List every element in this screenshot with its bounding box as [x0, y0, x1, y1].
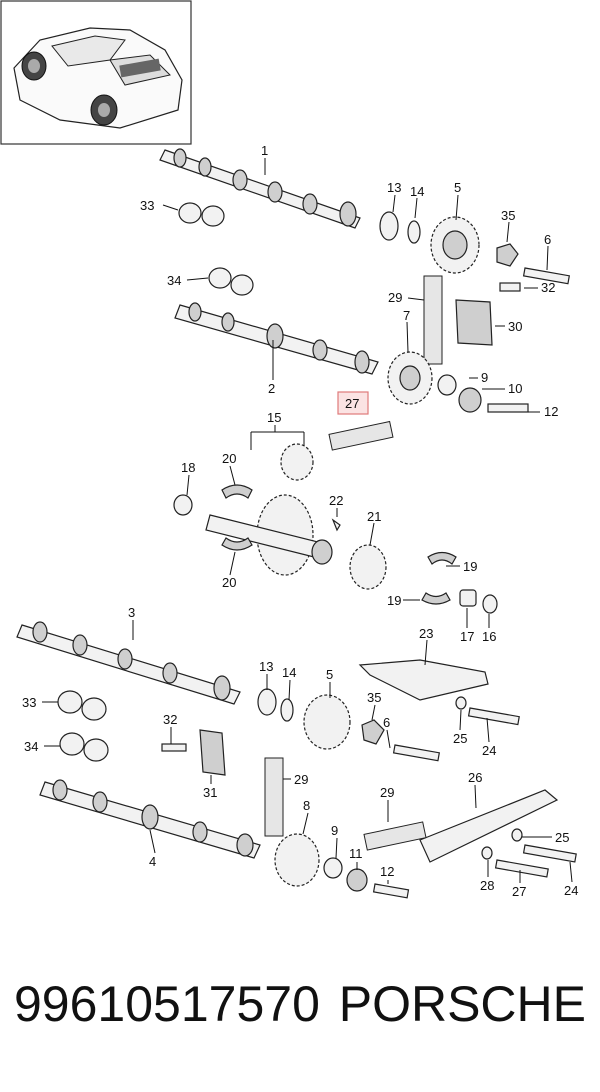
chain-tensioner-31 [199, 729, 226, 776]
callout-20-lower: 20 [222, 575, 236, 590]
callout-14-upper: 14 [410, 184, 424, 199]
callout-1: 1 [261, 143, 268, 158]
callout-12-upper: 12 [544, 404, 558, 419]
callout-13-upper: 13 [387, 180, 401, 195]
camshaft-2 [174, 302, 379, 375]
guide-rail-26 [419, 789, 559, 863]
callout-23: 23 [419, 626, 433, 641]
callout-34-upper: 34 [167, 273, 181, 288]
washers-25-28-bolts-24-27-lower [481, 828, 577, 878]
callout-25-lower: 25 [555, 830, 569, 845]
washer-9-lower [323, 857, 343, 879]
callout-9-upper: 9 [481, 370, 488, 385]
callout-24-upper: 24 [482, 743, 496, 758]
callout-30: 30 [508, 319, 522, 334]
sprocket-7 [387, 351, 433, 405]
callout-6-upper: 6 [544, 232, 551, 247]
bolt-32-lower [161, 743, 187, 752]
guide-rail-23 [358, 659, 489, 701]
callout-26: 26 [468, 770, 482, 785]
washer-9-10-bolt-12-upper [437, 374, 529, 413]
chain-tensioner-30 [455, 299, 493, 346]
callout-33-upper: 33 [140, 198, 154, 213]
callout-8: 8 [303, 798, 310, 813]
callout-14-lower: 14 [282, 665, 296, 680]
callout-27-highlighted: 27 [345, 396, 359, 411]
sprocket-21 [349, 544, 387, 590]
sprocket-5-lower [303, 694, 351, 750]
callout-34-lower: 34 [24, 739, 38, 754]
seal-18 [173, 494, 193, 516]
callout-24-lower: 24 [564, 883, 578, 898]
callout-17: 17 [460, 629, 474, 644]
callout-20-upper: 20 [222, 451, 236, 466]
footer: 99610517570 PORSCHE [0, 975, 600, 1055]
callout-29-lower-left: 29 [294, 772, 308, 787]
callout-3: 3 [128, 605, 135, 620]
highlight-box-27 [337, 391, 369, 415]
seal-13-14-lower [257, 688, 294, 722]
camshaft-4 [39, 779, 261, 859]
washer-11-bolt-12-lower [346, 868, 410, 899]
callout-16: 16 [482, 629, 496, 644]
callout-32-upper: 32 [541, 280, 555, 295]
callout-15: 15 [267, 410, 281, 425]
callout-21: 21 [367, 509, 381, 524]
nut-35-bolt-6-lower [361, 719, 441, 762]
callout-35-upper: 35 [501, 208, 515, 223]
callout-6-lower: 6 [383, 715, 390, 730]
callout-22: 22 [329, 493, 343, 508]
callout-28: 28 [480, 878, 494, 893]
callout-5-upper: 5 [454, 180, 461, 195]
camshaft-exploded-diagram: 1 2 3 4 5 5 6 6 7 8 9 9 10 11 12 12 13 1… [0, 0, 578, 899]
chain-29-lower-left [264, 757, 284, 837]
callout-13-lower: 13 [259, 659, 273, 674]
bearing-shells-20 [221, 484, 253, 551]
sprocket-8 [274, 833, 320, 887]
camshaft-3 [16, 621, 241, 705]
pin-22 [331, 518, 341, 532]
bucket-tappets-33-lower [57, 690, 107, 721]
callout-32-lower: 32 [163, 712, 177, 727]
seal-13-14-upper [379, 211, 421, 244]
callout-4: 4 [149, 854, 156, 869]
bucket-tappets-34-lower [59, 732, 109, 762]
callout-12-lower: 12 [380, 864, 394, 879]
callout-5-lower: 5 [326, 667, 333, 682]
bucket-tappets-33-upper [178, 202, 225, 227]
washer-25-bolt-24-upper [455, 696, 520, 726]
chain-29-lower-right [363, 821, 427, 851]
leader-lines [42, 158, 573, 884]
callout-25-upper: 25 [453, 731, 467, 746]
callout-35-lower: 35 [367, 690, 381, 705]
sprocket-5-upper [430, 216, 480, 274]
brand-name: PORSCHE [338, 976, 586, 1032]
bearing-shells-19 [421, 551, 457, 605]
part-number: 99610517570 [14, 976, 320, 1032]
intermediate-shaft-15 [205, 443, 333, 576]
callout-29-upper: 29 [388, 290, 402, 305]
callout-31: 31 [203, 785, 217, 800]
callout-10: 10 [508, 381, 522, 396]
bush-17-seal-16 [459, 589, 498, 614]
callout-19-upper: 19 [463, 559, 477, 574]
callout-33-lower: 33 [22, 695, 36, 710]
callout-labels: 1 2 3 4 5 5 6 6 7 8 9 9 10 11 12 12 13 1… [22, 143, 578, 899]
camshaft-1 [159, 148, 361, 229]
nut-35-bolt-6-upper [496, 243, 571, 292]
chain-27-upper [328, 420, 394, 451]
callout-11: 11 [349, 846, 363, 861]
vehicle-thumbnail [0, 0, 192, 145]
callout-18: 18 [181, 460, 195, 475]
callout-9-lower: 9 [331, 823, 338, 838]
bucket-tappets-34-upper [208, 267, 254, 296]
callout-29-lower-right: 29 [380, 785, 394, 800]
callout-27-lower: 27 [512, 884, 526, 899]
callout-7: 7 [403, 308, 410, 323]
callout-2: 2 [268, 381, 275, 396]
chain-29-upper [423, 275, 443, 365]
callout-19-lower: 19 [387, 593, 401, 608]
